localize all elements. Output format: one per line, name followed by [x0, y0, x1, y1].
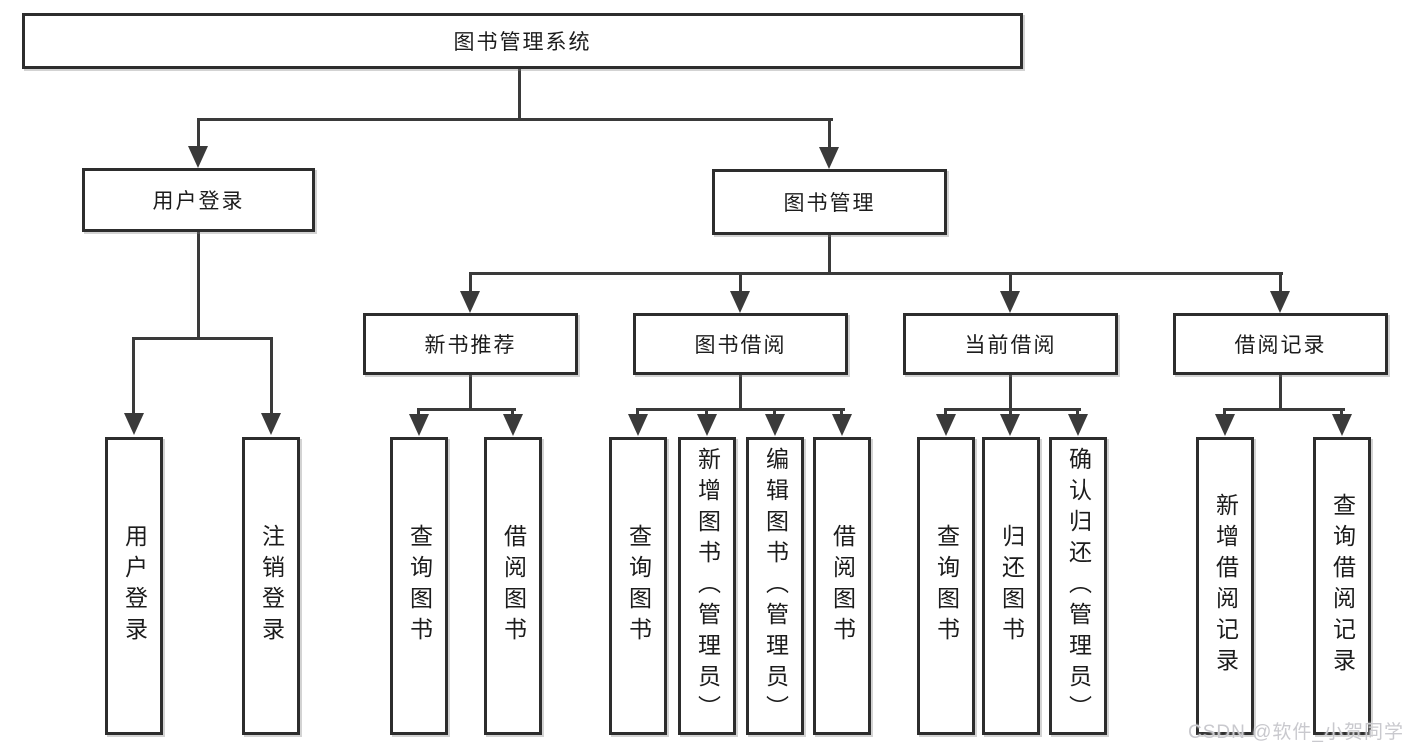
arrowhead-down-icon: [409, 414, 429, 436]
connector-line: [1279, 275, 1282, 293]
connector-line: [1340, 411, 1343, 416]
arrowhead-down-icon: [832, 414, 852, 436]
leaf-label: 确认归还（管理员）: [1065, 446, 1092, 726]
connector-line: [270, 340, 273, 415]
connector-line: [739, 275, 742, 293]
connector-line: [518, 69, 521, 121]
arrowhead-down-icon: [1000, 291, 1020, 313]
leaf-current-confirm-return-admin: 确认归还（管理员）: [1049, 437, 1107, 735]
leaf-label: 查询图书: [933, 524, 960, 648]
leaf-label: 编辑图书（管理员）: [762, 446, 789, 726]
arrowhead-down-icon: [1270, 291, 1290, 313]
leaf-borrow-query-books: 查询图书: [609, 437, 667, 735]
leaf-newbook-borrow-books: 借阅图书: [484, 437, 542, 735]
connector-line: [1009, 411, 1012, 415]
connector-line: [469, 275, 472, 293]
arrowhead-down-icon: [628, 414, 648, 436]
node-book-management: 图书管理: [712, 169, 947, 235]
leaf-label: 查询借阅记录: [1329, 493, 1356, 679]
arrowhead-down-icon: [188, 146, 208, 168]
node-user-login: 用户登录: [82, 168, 315, 232]
arrowhead-down-icon: [503, 414, 523, 436]
watermark: CSDN @软件_小贺同学: [1188, 722, 1404, 743]
node-current-borrow: 当前借阅: [903, 313, 1118, 375]
arrowhead-down-icon: [1000, 414, 1020, 436]
leaf-label: 查询图书: [625, 524, 652, 648]
connector-line: [1009, 275, 1012, 293]
arrowhead-down-icon: [261, 413, 281, 435]
connector-line: [1009, 375, 1012, 411]
leaf-label: 查询图书: [406, 524, 433, 648]
connector-line: [132, 340, 135, 415]
arrowhead-down-icon: [730, 291, 750, 313]
arrowhead-down-icon: [1215, 414, 1235, 436]
node-book-borrow: 图书借阅: [633, 313, 848, 375]
node-borrow-records: 借阅记录: [1173, 313, 1388, 375]
leaf-current-query-books: 查询图书: [917, 437, 975, 735]
node-new-book-recommend: 新书推荐: [363, 313, 578, 375]
connector-line: [197, 232, 200, 340]
connector-line: [739, 375, 742, 411]
arrowhead-down-icon: [460, 291, 480, 313]
connector-line: [132, 337, 273, 340]
leaf-borrow-borrow-books: 借阅图书: [813, 437, 871, 735]
leaf-label: 用户登录: [121, 524, 148, 648]
leaf-label: 归还图书: [998, 524, 1025, 648]
arrowhead-down-icon: [124, 413, 144, 435]
connector-line: [705, 411, 708, 416]
connector-line: [944, 408, 1081, 411]
leaf-user-login: 用户登录: [105, 437, 163, 735]
connector-line: [840, 411, 843, 416]
connector-line: [1223, 411, 1226, 416]
connector-line: [1223, 408, 1345, 411]
connector-line: [197, 121, 200, 149]
arrowhead-down-icon: [936, 414, 956, 436]
leaf-label: 借阅图书: [500, 524, 527, 648]
connector-line: [828, 235, 831, 275]
arrowhead-down-icon: [1068, 414, 1088, 436]
leaf-logout: 注销登录: [242, 437, 300, 735]
node-root: 图书管理系统: [22, 13, 1023, 69]
connector-line: [511, 411, 514, 416]
connector-line: [197, 118, 833, 121]
connector-line: [469, 272, 1283, 275]
connector-line: [636, 411, 639, 416]
connector-line: [1279, 375, 1282, 411]
connector-line: [417, 411, 420, 416]
arrowhead-down-icon: [697, 414, 717, 436]
leaf-label: 借阅图书: [829, 524, 856, 648]
arrowhead-down-icon: [819, 147, 839, 169]
connector-line: [636, 408, 845, 411]
connector-line: [469, 375, 472, 411]
connector-line: [417, 408, 516, 411]
leaf-label: 新增借阅记录: [1212, 493, 1239, 679]
connector-line: [773, 411, 776, 416]
connector-line: [1076, 411, 1079, 416]
connector-line: [944, 411, 947, 416]
leaf-label: 新增图书（管理员）: [694, 446, 721, 726]
leaf-current-return-books: 归还图书: [982, 437, 1040, 735]
leaf-label: 注销登录: [258, 524, 285, 648]
connector-line: [828, 121, 831, 150]
leaf-records-add-record: 新增借阅记录: [1196, 437, 1254, 735]
leaf-borrow-add-books-admin: 新增图书（管理员）: [678, 437, 736, 735]
leaf-borrow-edit-books-admin: 编辑图书（管理员）: [746, 437, 804, 735]
arrowhead-down-icon: [1332, 414, 1352, 436]
arrowhead-down-icon: [765, 414, 785, 436]
leaf-records-query-record: 查询借阅记录: [1313, 437, 1371, 735]
leaf-newbook-query-books: 查询图书: [390, 437, 448, 735]
